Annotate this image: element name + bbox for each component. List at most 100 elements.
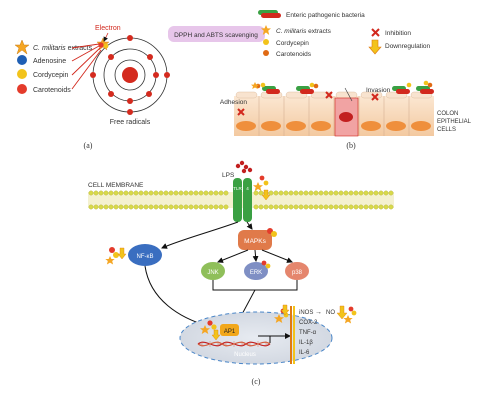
phospholipid-head [268,204,274,210]
electron-arrow [103,32,109,42]
legend-cordycepin-label: Cordycepin [33,72,69,79]
panel-a: C. militaris extracts Adenosine Cordycep… [14,25,265,150]
lps-molecules [235,160,253,174]
p38-node [285,262,309,280]
phospholipid-head [88,190,94,196]
phospholipid-head [163,204,169,210]
adhesion-label: Adhesion [220,99,247,106]
tlr4-receptor: TLR 4 [233,178,252,222]
carotenoids-dot-icon [17,84,27,94]
panel-a-label: (a) [84,141,93,150]
phospholipid-head [148,204,154,210]
phospholipid-head [388,204,394,210]
phospholipid-head [298,190,304,196]
phospholipid-head [118,190,124,196]
adenosine-dot-icon [17,55,27,65]
erk-node [244,262,268,280]
phospholipid-head [208,190,214,196]
tlr-4-label: 4 [246,186,249,191]
phospholipid-head [378,204,384,210]
phospholipid-head [373,190,379,196]
phospholipid-head [93,204,99,210]
gene-right-cluster [343,306,357,324]
legend-b-extracts-label: C. militaris extracts [276,28,332,35]
phospholipid-head [278,204,284,210]
lps-label: LPS [222,172,235,179]
phospholipid-head [343,190,349,196]
colon-label-2: EPITHELIAL [437,119,472,125]
phospholipid-head [268,190,274,196]
phospholipid-head [273,204,279,210]
no-label: NO [326,310,335,316]
phospholipid-head [378,190,384,196]
ap1-node [220,324,239,336]
phospholipid-head [128,190,134,196]
phospholipid-head [173,204,179,210]
gene-il6: IL-6 [299,350,310,356]
donor-cluster [96,37,110,51]
phospholipid-head [328,190,334,196]
phospholipid-head [263,204,269,210]
phospholipid-head [223,204,229,210]
phospholipid-head [383,204,389,210]
phospholipid-head [203,190,209,196]
phospholipid-head [218,204,224,210]
phospholipid-head [98,204,104,210]
phospholipid-head [288,190,294,196]
gene-list: iNOS COX-2 TNF-α IL-1β IL-6 → NO [274,304,357,364]
colon-epithelium [234,91,434,137]
phospholipid-head [178,204,184,210]
phospholipid-head [368,204,374,210]
phospholipid-head [343,204,349,210]
phospholipid-head [198,190,204,196]
phospholipid-head [168,190,174,196]
mapks-label: MAPKs [244,238,266,245]
phospholipid-head [358,190,364,196]
phospholipid-head [353,204,359,210]
gene-inos: iNOS [299,310,313,316]
legend-connectors [71,43,102,90]
phospholipid-head [203,204,209,210]
phospholipid-head [138,190,144,196]
phospholipid-head [318,204,324,210]
gene-il1b: IL-1β [299,340,313,346]
phospholipid-head [253,204,259,210]
phospholipid-head [118,204,124,210]
phospholipid-head [113,204,119,210]
legend-extracts-label: C. militaris extracts [33,45,93,52]
phospholipid-head [153,190,159,196]
phospholipid-head [278,190,284,196]
phospholipid-head [223,190,229,196]
phospholipid-head [258,204,264,210]
nucleus-label: Nucleus [234,352,256,358]
phospholipid-head [253,190,259,196]
phospholipid-head [98,190,104,196]
tlr-label: TLR [233,186,242,191]
receptor-extract-cluster [253,175,271,201]
phospholipid-head [283,204,289,210]
extracts-star-icon [14,39,30,55]
invasion-pointer [344,87,353,102]
phospholipid-head [308,190,314,196]
panel-a-legend: C. militaris extracts Adenosine Cordycep… [14,39,93,94]
legend-downregulation-label: Downregulation [385,43,431,50]
phospholipid-head [323,204,329,210]
nfkb-inhibitor-cluster [105,247,127,265]
ap1-label: AP1 [224,329,236,335]
phospholipid-head [93,190,99,196]
phospholipid-head [308,204,314,210]
phospholipid-head [158,190,164,196]
phospholipid-head [323,190,329,196]
phospholipid-head [388,190,394,196]
surface-bacteria [251,80,434,94]
phospholipid-head [208,204,214,210]
phospholipid-head [328,204,334,210]
phospholipid-head [178,190,184,196]
invasion-label: Invasion [366,87,391,94]
phospholipid-head [183,190,189,196]
legend-b-cordycepin-label: Cordycepin [276,40,309,47]
jnk-label: JNK [207,270,218,276]
phospholipid-head [373,204,379,210]
p38-label: p38 [292,270,303,276]
panel-c-label: (c) [252,377,261,386]
